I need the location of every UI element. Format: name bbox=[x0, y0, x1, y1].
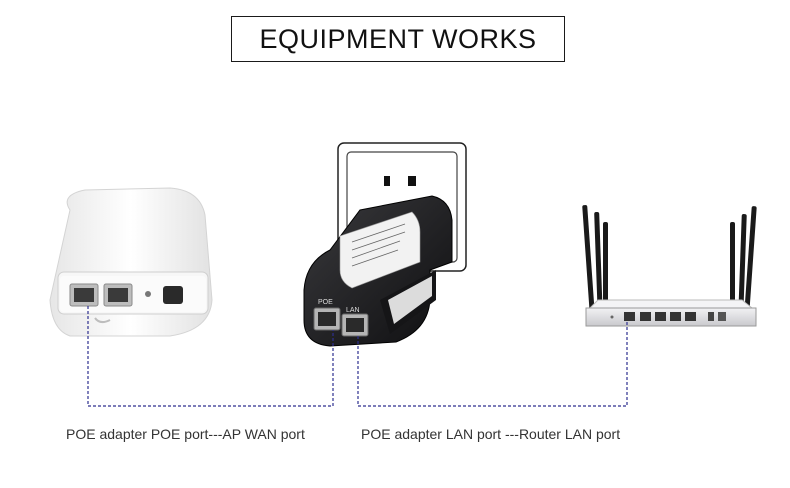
router-antennas bbox=[582, 205, 757, 318]
adapter-poe-port bbox=[313, 307, 341, 331]
adapter-lan-port bbox=[341, 313, 369, 337]
ap-dc-jack bbox=[163, 286, 183, 304]
poe-adapter: POE LAN bbox=[303, 195, 453, 347]
cable-adapter-to-router bbox=[357, 321, 628, 407]
router-lan-ports bbox=[624, 312, 696, 321]
adapter-spec-label bbox=[339, 211, 421, 289]
caption-lan-to-router: POE adapter LAN port ---Router LAN port bbox=[361, 426, 621, 442]
page-title: EQUIPMENT WORKS bbox=[231, 16, 565, 62]
ap-wan-port bbox=[69, 283, 99, 307]
cable-ap-to-adapter bbox=[87, 306, 334, 407]
ap-reset-button bbox=[145, 291, 151, 297]
ap-lan-port bbox=[103, 283, 133, 307]
outdoor-ap-device bbox=[49, 187, 213, 337]
caption-poe-to-ap: POE adapter POE port---AP WAN port bbox=[66, 426, 305, 442]
router-device bbox=[582, 205, 757, 327]
adapter-lan-port-label: LAN bbox=[346, 307, 360, 314]
adapter-side-label bbox=[388, 276, 432, 324]
adapter-poe-port-label: POE bbox=[318, 299, 333, 306]
